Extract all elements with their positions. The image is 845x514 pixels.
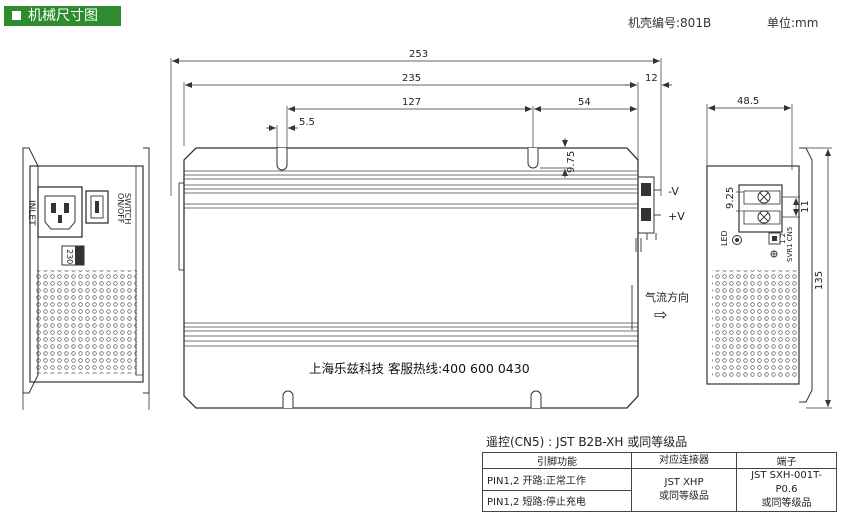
pin-short-cell: PIN1,2 短路:停止充电: [482, 489, 632, 512]
svr-cn5-label: SVR1 CN5: [786, 227, 794, 262]
airflow-label: 气流方向: [645, 290, 689, 304]
cn5-pin-numbers: 1 2: [779, 233, 787, 244]
dim-slot-width: 5.5: [299, 117, 315, 128]
voltage-select-label: 230: [65, 249, 74, 264]
dim-terminal-pitch-1: 9.25: [725, 187, 736, 209]
left-end-view: INLET ON/OFF SWITCH 230: [22, 147, 150, 410]
table-header-row: 引脚功能 对应连接器 端子: [482, 452, 837, 469]
terminal-cell: JST SXH-001T-P0.6 或同等级品: [736, 468, 837, 512]
cn5-title: 遥控(CN5) : JST B2B-XH 或同等级品: [486, 435, 688, 449]
hotline-text: 上海乐兹科技 客服热线:400 600 0430: [309, 361, 530, 376]
connector-equivalent: 或同等级品: [659, 491, 709, 502]
terminal-model: JST SXH-001T-P0.6: [751, 470, 822, 495]
output-neg-label: -V: [668, 185, 679, 198]
dim-terminal-offset: 12: [645, 73, 658, 84]
section-header: 机械尺寸图: [4, 6, 121, 26]
dim-overall-length: 253: [409, 49, 428, 60]
square-bullet-icon: [12, 11, 21, 20]
table-row: PIN1,2 短路:停止充电: [482, 489, 837, 512]
section-title: 机械尺寸图: [28, 8, 98, 24]
dim-side-width: 48.5: [737, 96, 759, 107]
led-label: LED: [720, 230, 729, 246]
header-terminal: 端子: [736, 452, 837, 469]
table-row: PIN1,2 开路:正常工作 JST XHP 或同等级品 JST SXH-001…: [482, 468, 837, 512]
terminal-equivalent: 或同等级品: [761, 498, 812, 509]
dim-body-length: 235: [402, 73, 421, 84]
connector-model: JST XHP: [664, 477, 704, 488]
header-pin-function: 引脚功能: [482, 452, 632, 469]
dim-hole-spacing: 127: [402, 97, 421, 108]
right-end-view: [706, 104, 832, 409]
dim-height: 135: [814, 271, 825, 290]
dim-slot-depth: 9.75: [566, 151, 577, 173]
switch-label-line2: SWITCH: [123, 193, 132, 224]
cn5-pin-table: 引脚功能 对应连接器 端子 PIN1,2 开路:正常工作 JST XHP 或同等…: [482, 452, 837, 512]
unit-label: 单位:mm: [767, 16, 819, 30]
dim-hole-to-edge: 54: [578, 97, 591, 108]
output-pos-label: +V: [668, 210, 685, 223]
front-view: [170, 58, 672, 409]
airflow-arrow-icon: ⇨: [654, 305, 667, 324]
switch-label-line1: ON/OFF: [116, 193, 125, 224]
header-connector: 对应连接器: [631, 452, 737, 469]
case-number: 机壳编号:801B: [628, 16, 712, 30]
connector-cell: JST XHP 或同等级品: [631, 468, 737, 512]
inlet-label: INLET: [26, 200, 36, 226]
pin-open-cell: PIN1,2 开路:正常工作: [482, 468, 632, 491]
dim-terminal-pitch-2: 11: [800, 200, 811, 213]
